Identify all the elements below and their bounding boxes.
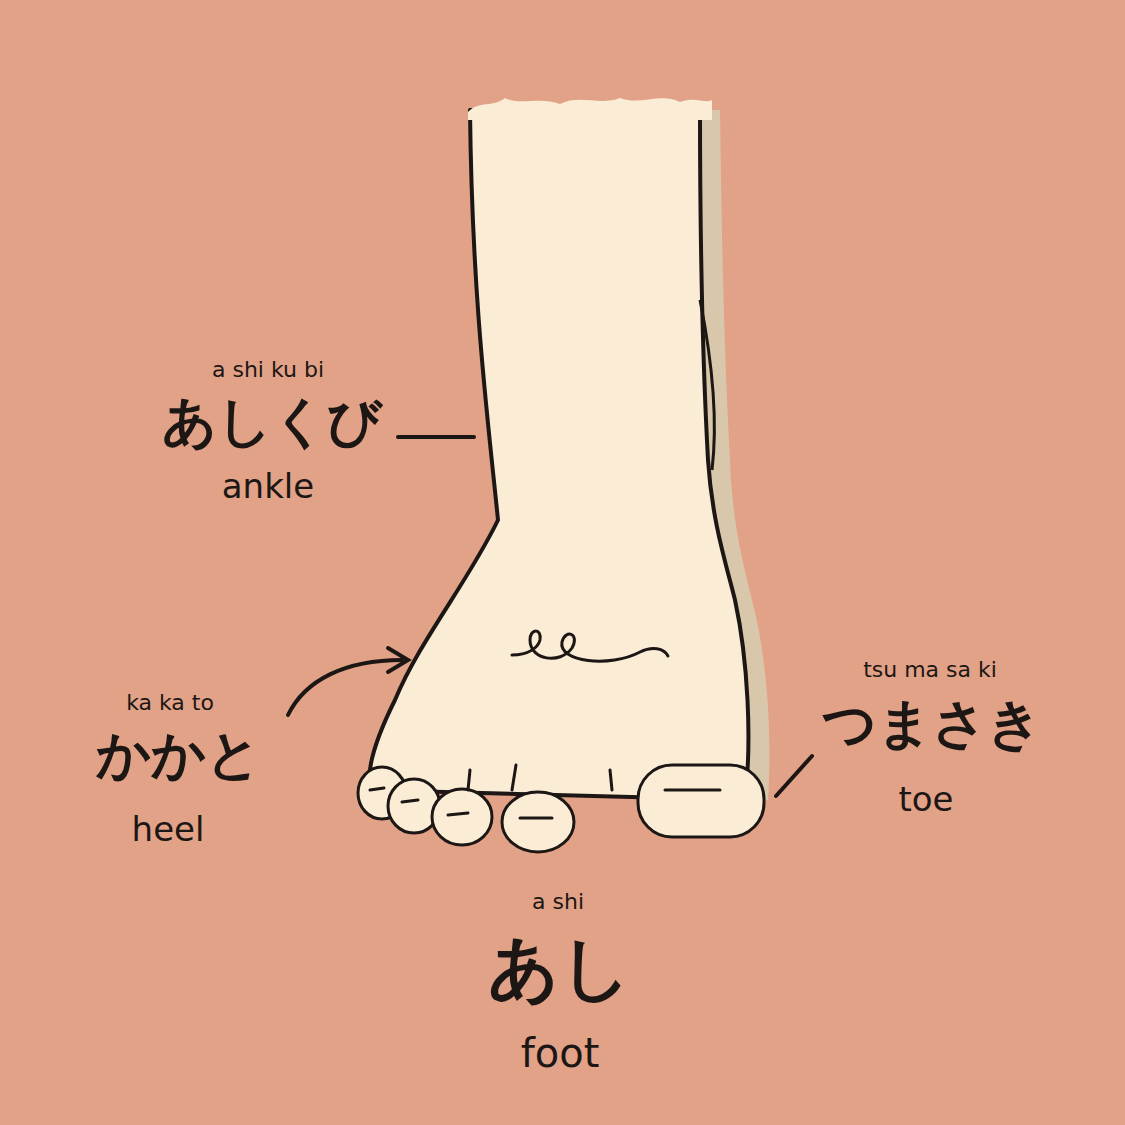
japanese-term: あしくび — [162, 391, 382, 453]
foot-body — [369, 110, 748, 800]
toe-leader — [776, 756, 812, 796]
english-term: ankle — [222, 467, 314, 506]
romaji-reading: ka ka to — [126, 690, 214, 715]
toes — [358, 765, 764, 852]
ankle-bump — [700, 300, 714, 470]
heel-arrow — [288, 660, 402, 715]
leader-lines — [288, 437, 812, 796]
english-term: toe — [898, 780, 953, 819]
romaji-reading: a shi ku bi — [212, 357, 324, 382]
toenails — [370, 765, 720, 818]
japanese-term: かかと — [96, 724, 261, 786]
foot-drawing — [358, 98, 769, 852]
english-term: heel — [132, 810, 205, 849]
english-term: foot — [521, 1030, 600, 1076]
ankle-leader — [398, 435, 474, 439]
romaji-reading: a shi — [532, 889, 584, 914]
japanese-term: つまさき — [822, 693, 1042, 755]
japanese-term: あし — [488, 928, 632, 1009]
romaji-reading: tsu ma sa ki — [863, 657, 997, 682]
foot-curl — [512, 631, 668, 661]
heel-arrowhead — [388, 648, 408, 672]
leg-top — [468, 98, 712, 120]
